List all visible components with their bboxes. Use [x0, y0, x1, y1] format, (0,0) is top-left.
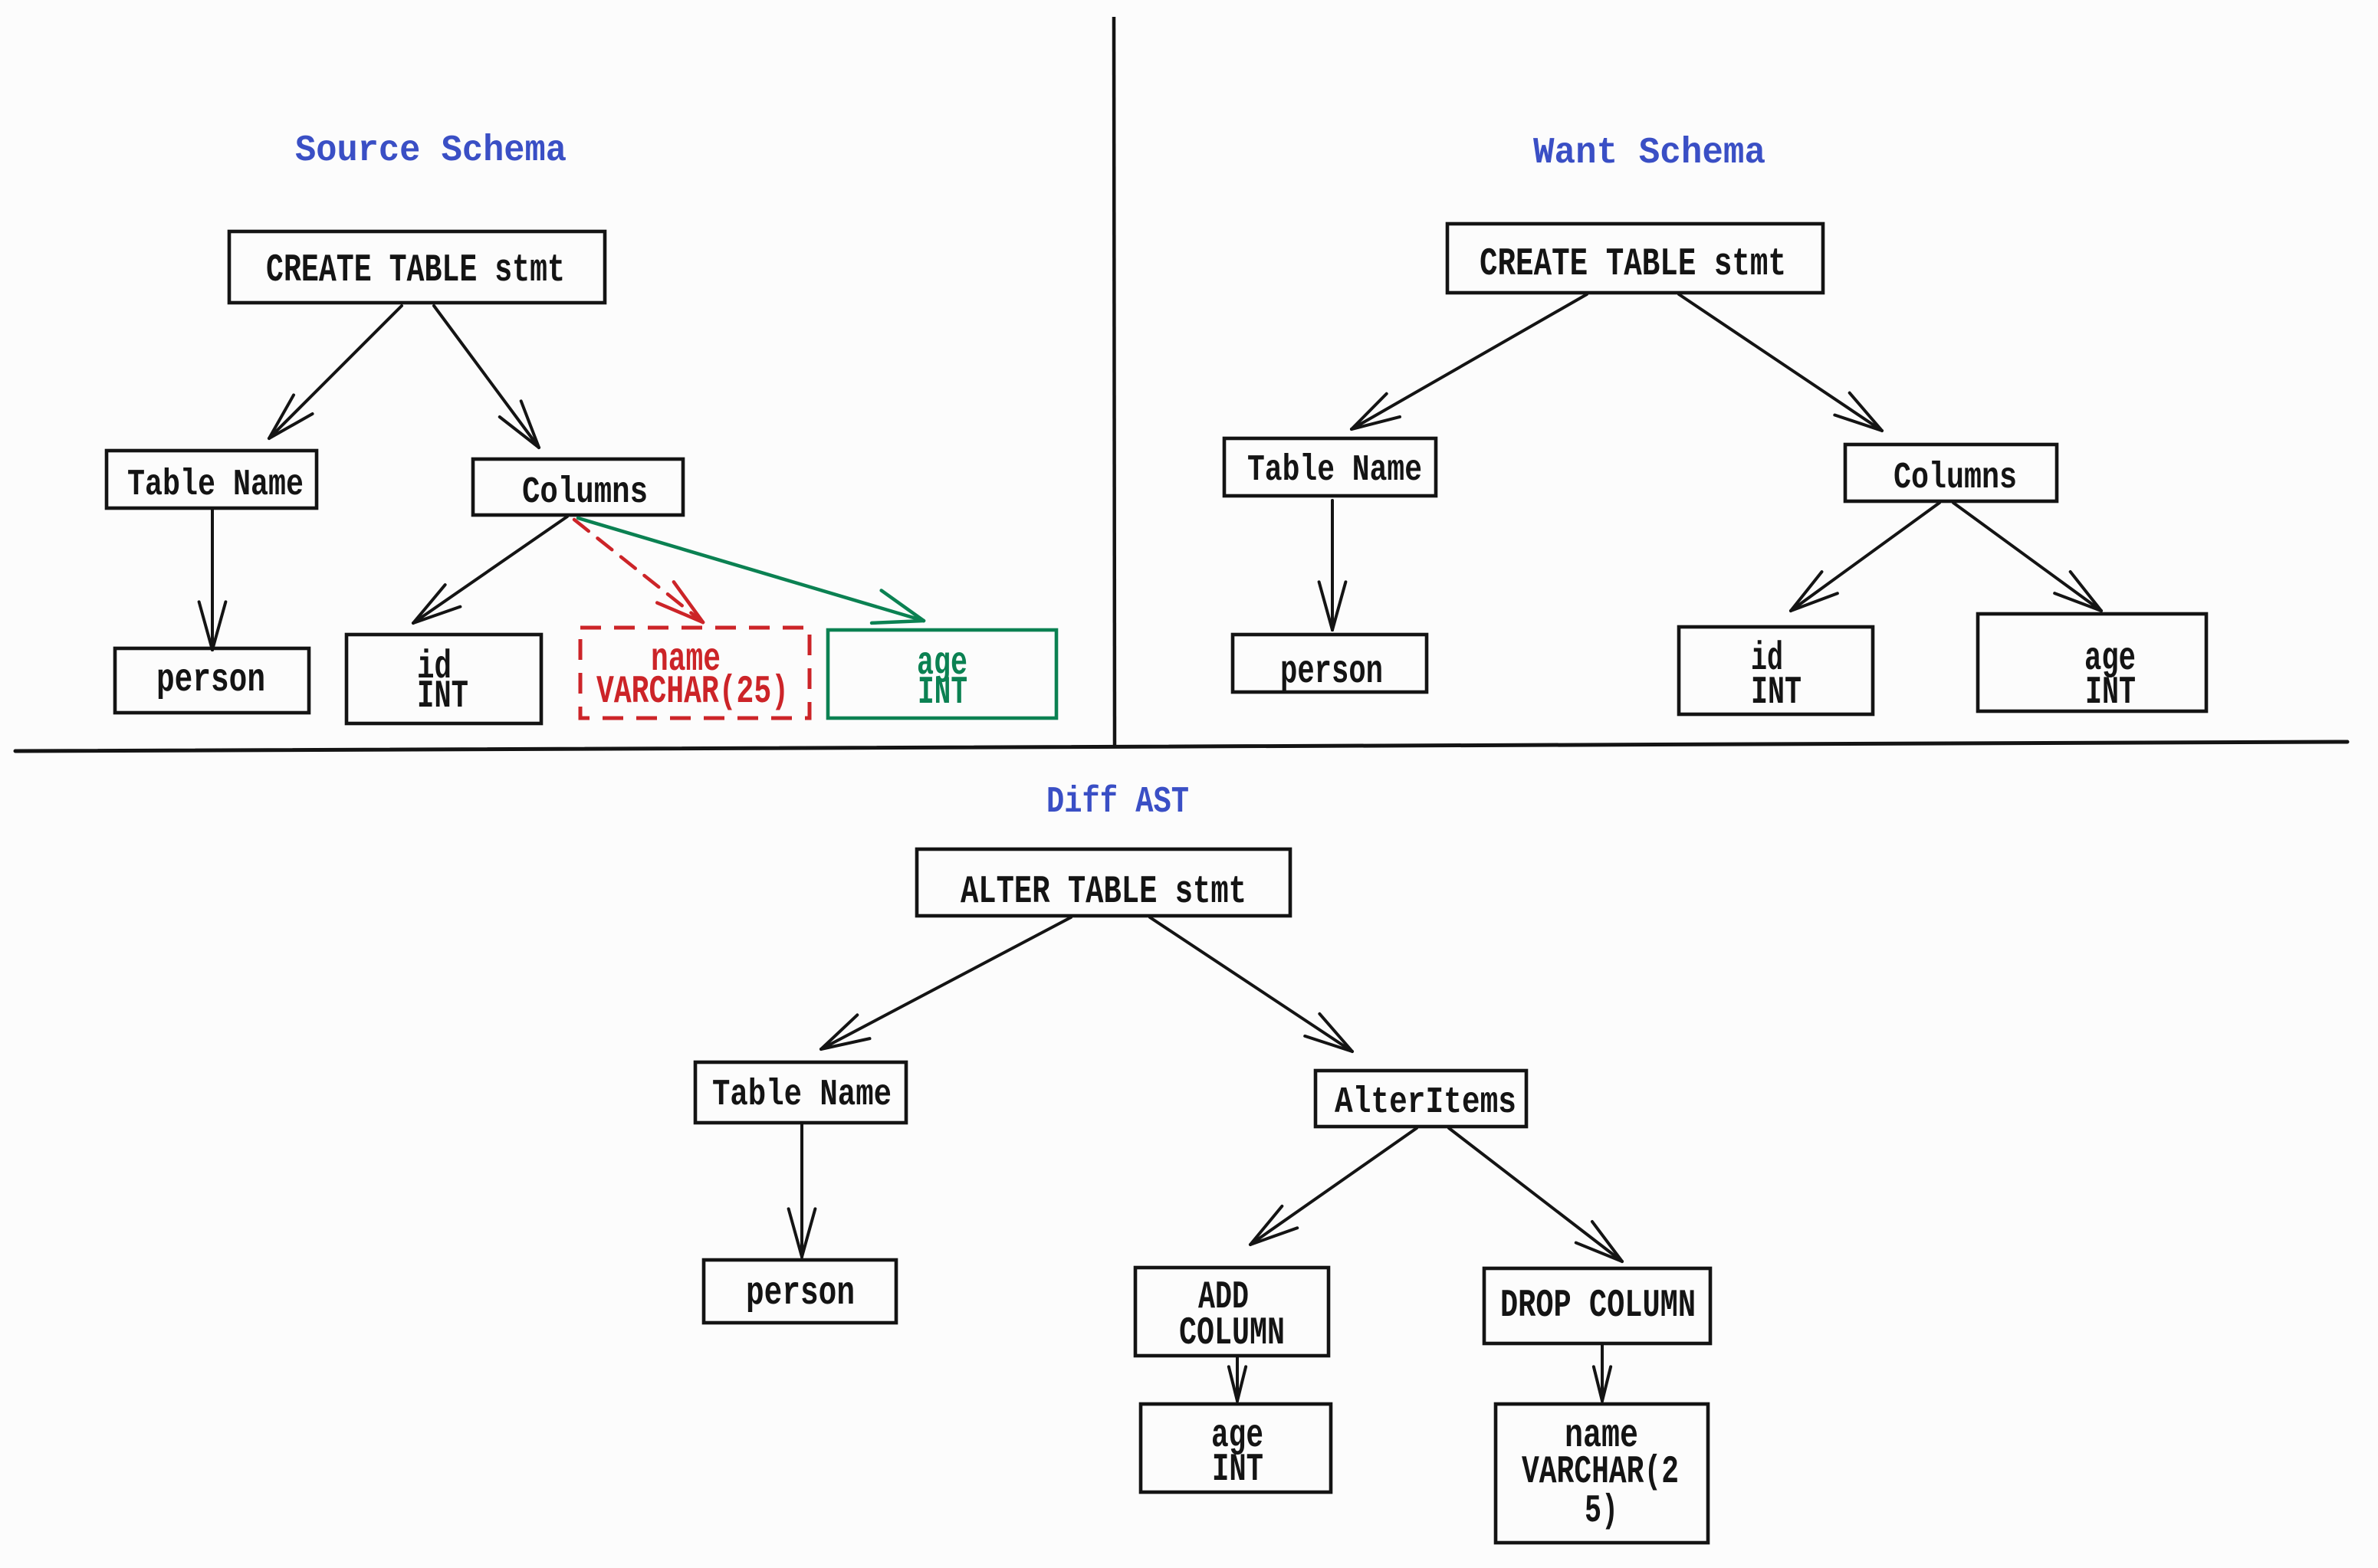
svg-text:CREATE TABLE stmt: CREATE TABLE stmt [1480, 243, 1786, 287]
svg-text:id: id [1751, 636, 1783, 681]
svg-text:5): 5) [1585, 1490, 1618, 1534]
svg-text:age: age [917, 641, 967, 686]
svg-text:COLUMN: COLUMN [1179, 1312, 1285, 1356]
svg-text:person: person [1280, 649, 1383, 694]
svg-text:name: name [1565, 1413, 1638, 1458]
svg-text:id: id [417, 645, 452, 690]
svg-text:name: name [651, 637, 721, 682]
svg-text:VARCHAR(25): VARCHAR(25) [596, 671, 789, 714]
svg-text:CREATE TABLE stmt: CREATE TABLE stmt [266, 249, 565, 293]
svg-text:VARCHAR(2: VARCHAR(2 [1522, 1451, 1679, 1494]
svg-text:INT: INT [2085, 671, 2136, 715]
svg-text:DROP COLUMN: DROP COLUMN [1500, 1284, 1696, 1328]
svg-text:Table Name: Table Name [127, 464, 304, 506]
svg-text:age: age [1211, 1413, 1263, 1458]
svg-text:Table Name: Table Name [712, 1074, 892, 1116]
svg-text:Columns: Columns [1894, 458, 2017, 499]
svg-text:person: person [746, 1271, 855, 1316]
svg-text:age: age [2084, 636, 2136, 681]
svg-text:person: person [156, 658, 265, 703]
svg-text:Want Schema: Want Schema [1533, 133, 1765, 174]
svg-text:ALTER TABLE stmt: ALTER TABLE stmt [961, 871, 1246, 914]
svg-text:ADD: ADD [1198, 1276, 1249, 1320]
svg-text:AlterItems: AlterItems [1335, 1082, 1516, 1124]
svg-text:Columns: Columns [522, 472, 648, 513]
svg-text:INT: INT [918, 671, 967, 715]
svg-text:Source Schema: Source Schema [295, 130, 567, 172]
svg-text:INT: INT [1751, 671, 1802, 715]
svg-text:INT: INT [1212, 1448, 1263, 1492]
svg-text:Table Name: Table Name [1247, 450, 1422, 491]
svg-text:INT: INT [417, 675, 468, 719]
svg-text:Diff AST: Diff AST [1046, 782, 1189, 823]
